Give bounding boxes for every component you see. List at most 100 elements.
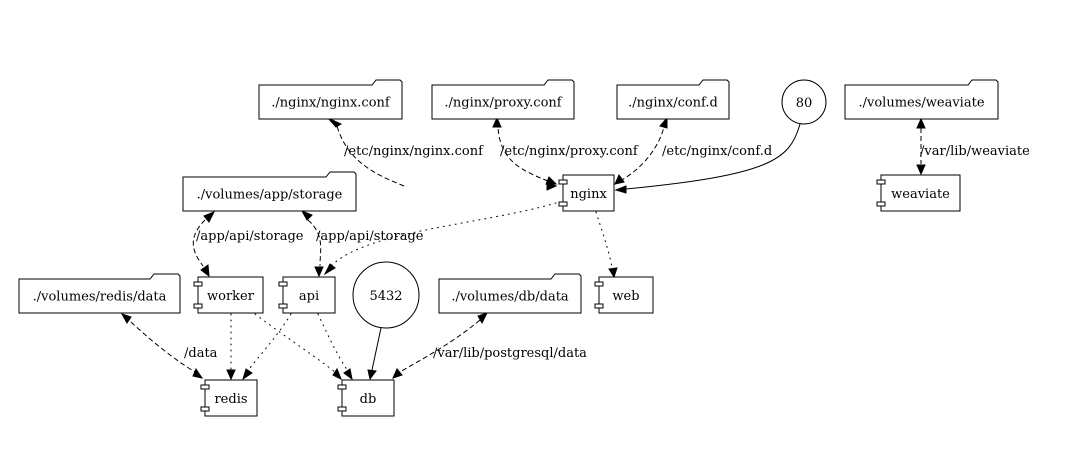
edge-line: [130, 321, 196, 373]
arrowhead-icon: [327, 117, 343, 128]
node-vol-db-data: ./volumes/db/data: [438, 273, 582, 314]
component-box: [880, 174, 961, 212]
arrowhead-icon: [192, 367, 204, 379]
edge-vol-redis-data-to-redis: [120, 313, 204, 379]
component-port-bottom: [558, 201, 568, 207]
edge-api-to-redis: [242, 313, 292, 381]
arrowhead-icon: [323, 263, 336, 276]
component-port-bottom: [594, 303, 604, 309]
edge-vol-conf-d-to-nginx: [614, 116, 668, 185]
component-port-top: [278, 281, 288, 287]
node-label: nginx: [570, 187, 607, 202]
edge-line: [595, 211, 613, 269]
node-vol-app-storage: ./volumes/app/storage: [182, 171, 357, 212]
arrowhead-icon: [300, 210, 313, 221]
edge-vol-db-data-to-db: [392, 312, 488, 379]
folder-shape: [18, 273, 181, 314]
edge-line: [254, 313, 336, 373]
edge-label: /data: [184, 346, 218, 361]
arrowhead-icon: [392, 368, 403, 379]
edge-line: [619, 126, 665, 182]
node-redis: redis: [200, 379, 258, 417]
component-box: [282, 276, 336, 314]
node-db: db: [337, 379, 395, 417]
node-label: ./nginx/nginx.conf: [271, 96, 391, 111]
edge-label: /app/api/storage: [196, 229, 304, 244]
component-port-top: [200, 384, 210, 390]
node-vol-nginx-conf: ./nginx/nginx.conf: [258, 79, 403, 120]
edge-vol-app-storage-to-api: [300, 210, 324, 278]
component-port-bottom: [278, 303, 288, 309]
arrowhead-icon: [916, 164, 926, 176]
component-box: [197, 276, 264, 314]
component-port-bottom: [337, 406, 347, 412]
edge-line: [307, 219, 322, 267]
component-port-bottom: [193, 303, 203, 309]
edge-line: [247, 313, 292, 372]
component-port-top: [337, 384, 347, 390]
arrowhead-icon: [332, 367, 342, 381]
folder-shape: [844, 79, 999, 120]
edge-vol-weaviate-to-weaviate: [916, 117, 926, 176]
node-nginx: nginx: [558, 174, 615, 212]
node-label: worker: [207, 289, 255, 304]
arrowhead-icon: [314, 266, 324, 278]
node-label: ./volumes/db/data: [451, 290, 569, 305]
edge-line: [497, 126, 549, 182]
node-api: api: [278, 276, 336, 314]
arrowhead-icon: [367, 369, 377, 381]
edge-api-to-db: [317, 313, 353, 381]
node-vol-weaviate: ./volumes/weaviate: [844, 79, 999, 120]
arrowhead-icon: [614, 173, 625, 185]
edge-label: /var/lib/postgresql/data: [433, 346, 587, 361]
edge-label: /etc/nginx/nginx.conf: [344, 144, 484, 159]
component-port-bottom: [876, 201, 886, 207]
port-circle: [781, 79, 827, 125]
edge-line: [331, 202, 557, 266]
edge-label: /etc/nginx/proxy.conf: [500, 144, 639, 159]
component-port-top: [193, 281, 203, 287]
node-label: ./nginx/conf.d: [628, 96, 718, 111]
arrowhead-icon: [343, 368, 353, 381]
node-label: 80: [796, 96, 813, 111]
node-port-5432: 5432: [352, 261, 420, 329]
folder-shape: [431, 79, 575, 120]
folder-shape: [616, 79, 730, 120]
node-label: weaviate: [891, 187, 950, 202]
node-label: redis: [214, 392, 247, 407]
arrowhead-icon: [492, 116, 502, 128]
node-label: ./nginx/proxy.conf: [444, 96, 562, 111]
arrowhead-icon: [226, 369, 236, 381]
node-vol-redis-data: ./volumes/redis/data: [18, 273, 181, 314]
node-worker: worker: [193, 276, 264, 314]
component-port-bottom: [200, 406, 210, 412]
edge-line: [336, 125, 405, 187]
port-circle: [352, 261, 420, 329]
arrowhead-icon: [614, 185, 627, 194]
edge-line: [192, 219, 206, 267]
folder-shape: [182, 171, 357, 212]
node-web: web: [594, 276, 654, 314]
edge-label: /app/api/storage: [316, 229, 424, 244]
node-weaviate: weaviate: [876, 174, 961, 212]
arrowhead-icon: [242, 368, 253, 381]
folder-shape: [258, 79, 403, 120]
component-box: [204, 379, 258, 417]
component-box: [341, 379, 395, 417]
node-label: web: [612, 289, 639, 304]
edge-line: [625, 123, 801, 190]
edge-worker-to-db: [254, 313, 342, 381]
node-vol-conf-d: ./nginx/conf.d: [616, 79, 730, 120]
arrowhead-icon: [916, 117, 926, 129]
edge-line: [399, 319, 481, 373]
component-box: [598, 276, 654, 314]
edge-vol-app-storage-to-worker: [192, 211, 216, 278]
arrowhead-icon: [545, 176, 558, 185]
node-label: ./volumes/weaviate: [858, 96, 984, 111]
edge-vol-nginx-conf-to-nginx: [327, 117, 558, 191]
edge-port-80-to-nginx: [614, 123, 801, 194]
node-label: db: [360, 392, 377, 407]
edge-worker-to-redis: [226, 313, 236, 381]
edge-port-5432-to-db: [367, 327, 382, 381]
